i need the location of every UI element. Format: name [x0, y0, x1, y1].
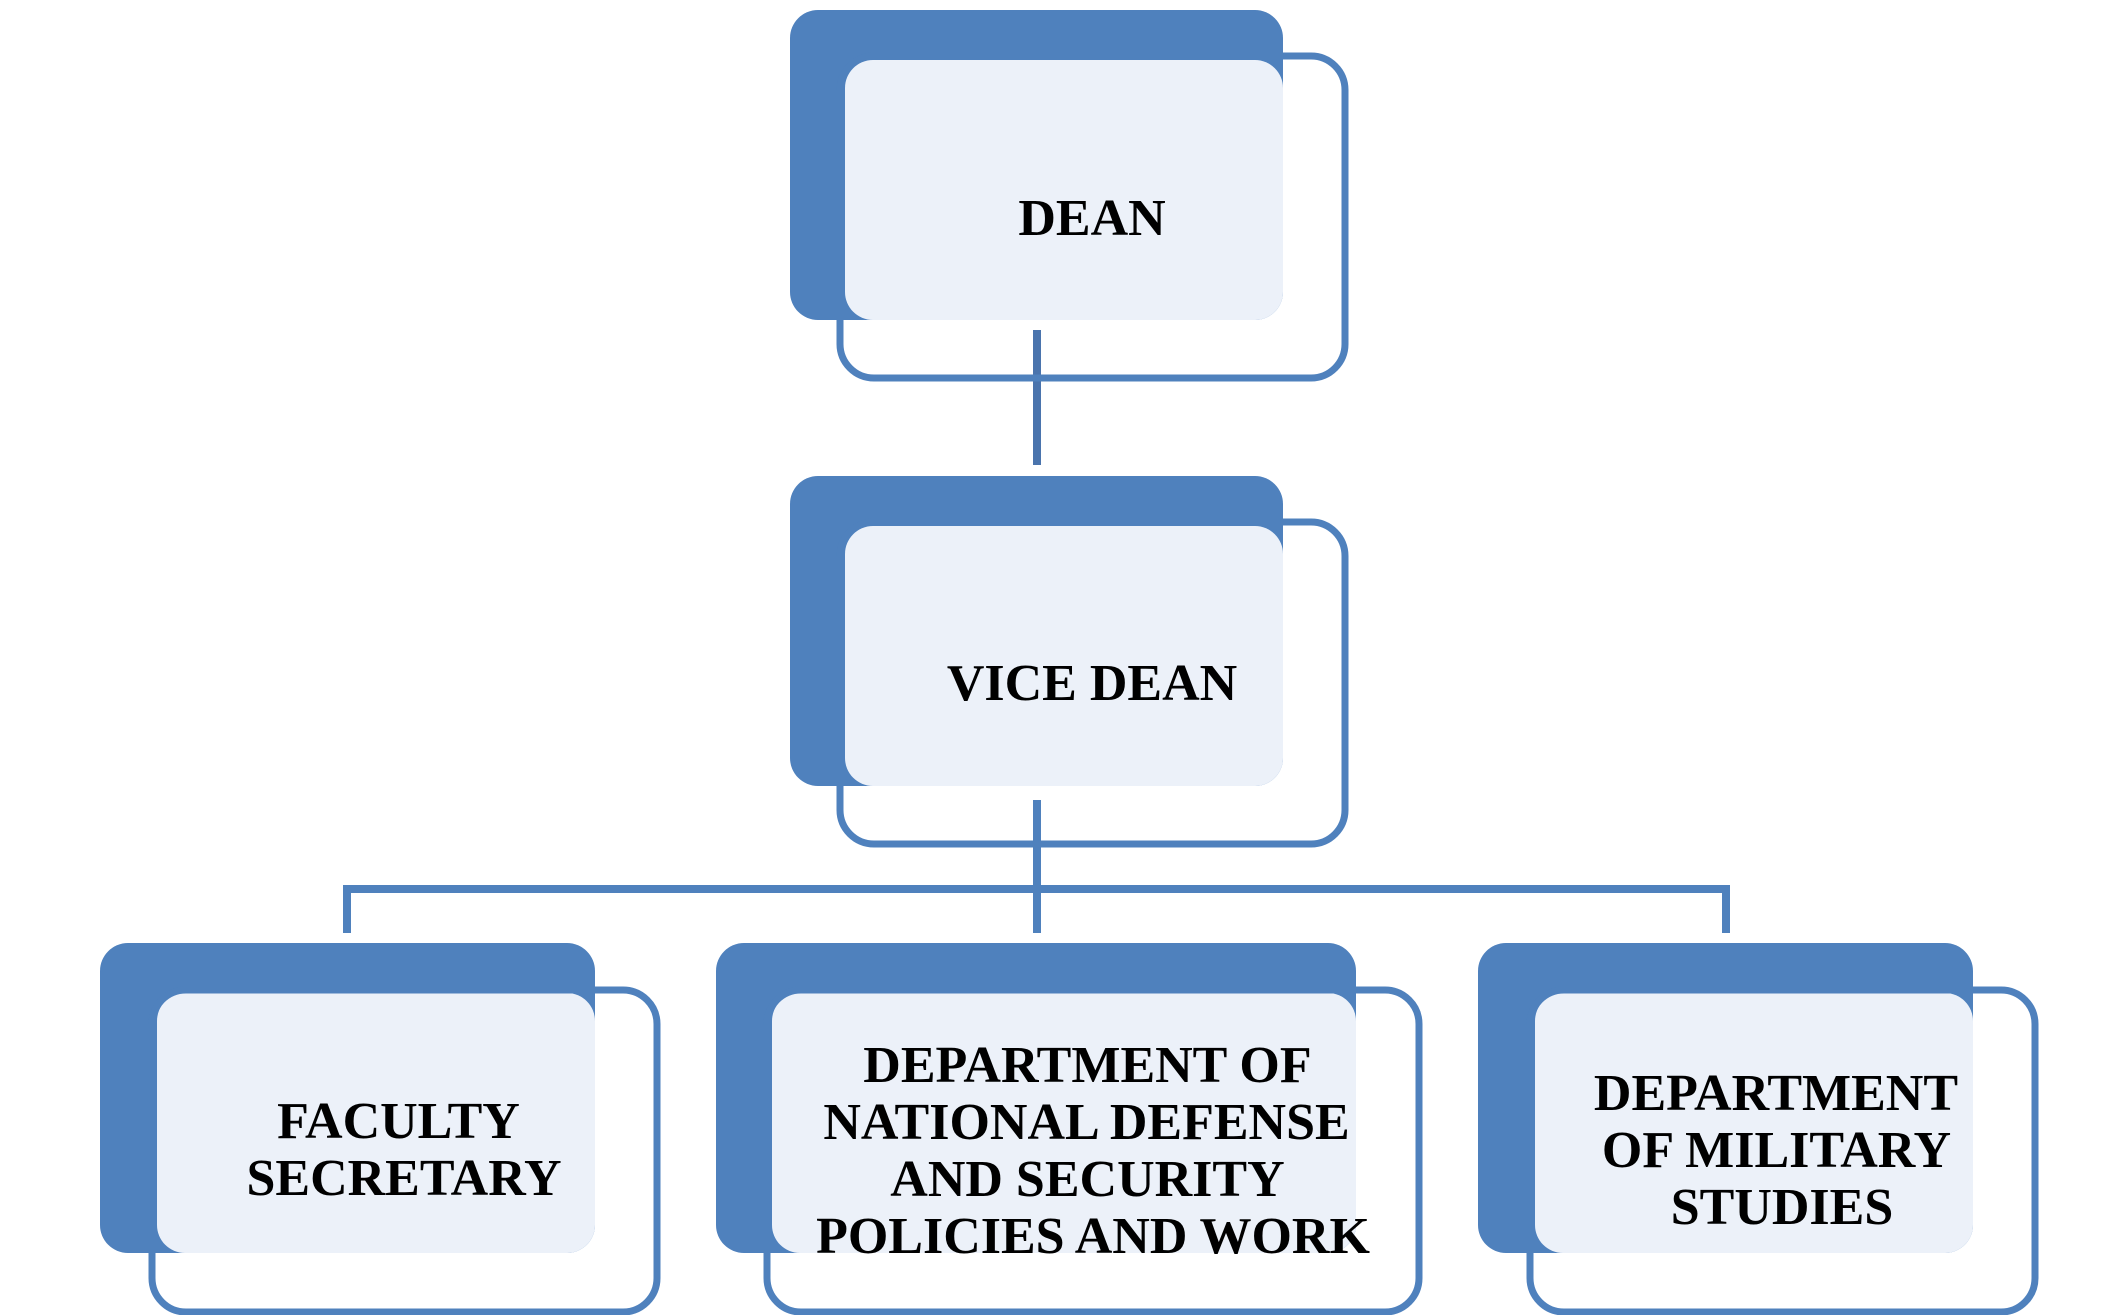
node-dept-military-studies-label: DEPARTMENT OF MILITARY STUDIES: [1594, 1065, 1970, 1236]
node-dean-label: DEAN: [1018, 190, 1165, 247]
node-dept-military-studies-panel: [1535, 993, 1973, 1253]
node-faculty-secretary-label: FACULTY SECRETARY: [246, 1093, 561, 1207]
node-dean-panel: [845, 60, 1283, 320]
node-faculty-secretary: FACULTY SECRETARY: [100, 943, 661, 1315]
node-vice-dean-border: [836, 518, 1349, 848]
node-vice-dean: VICE DEAN: [790, 476, 1349, 848]
node-faculty-secretary-panel: [157, 993, 595, 1253]
node-dean-border: [836, 52, 1349, 382]
node-vice-dean-panel: [845, 526, 1283, 786]
node-dept-national-defense-panel: [772, 993, 1356, 1253]
node-dean: DEAN: [790, 10, 1349, 382]
node-vice-dean-label: VICE DEAN: [947, 655, 1237, 712]
connector-horizontal-bar: [343, 885, 1730, 933]
node-dept-national-defense-border: [763, 986, 1423, 1315]
node-dept-military-studies-border: [1526, 986, 2039, 1315]
connectors: [343, 330, 1730, 933]
node-faculty-secretary-border: [148, 986, 661, 1315]
node-dept-military-studies: DEPARTMENT OF MILITARY STUDIES: [1478, 943, 2039, 1315]
node-dept-national-defense: DEPARTMENT OF NATIONAL DEFENSE AND SECUR…: [716, 943, 1423, 1315]
node-dept-national-defense-label: DEPARTMENT OF NATIONAL DEFENSE AND SECUR…: [816, 1037, 1370, 1265]
